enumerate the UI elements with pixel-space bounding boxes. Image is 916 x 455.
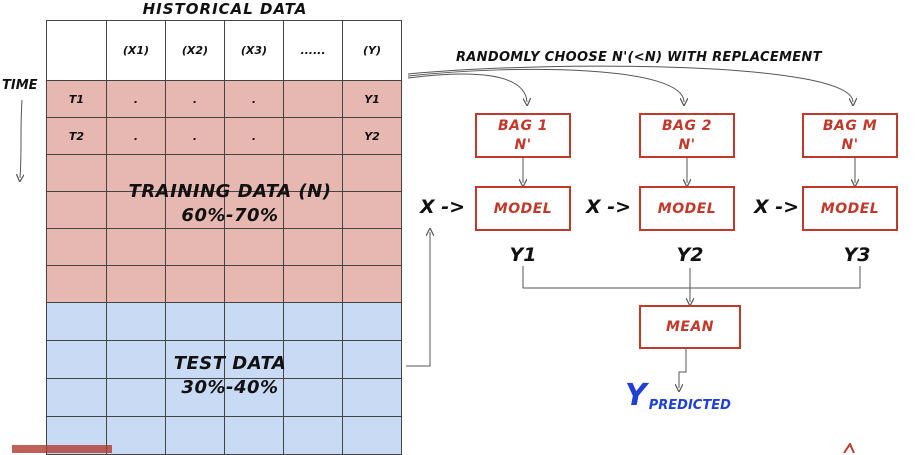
input-x-1: X ->: [420, 196, 466, 218]
model-1-label: MODEL: [493, 200, 553, 217]
corner-logo: [12, 445, 112, 453]
table-cell: [46, 265, 107, 303]
table-cell: .: [165, 117, 225, 155]
table-cell: [342, 228, 402, 266]
table-cell: [165, 302, 225, 341]
table-cell: T2: [46, 117, 107, 155]
mean-label: MEAN: [665, 319, 715, 335]
table-cell: [224, 416, 284, 455]
model-2-box: MODEL: [639, 186, 735, 231]
sample-arrow-bag-m: [407, 65, 853, 102]
table-cell: [342, 378, 402, 417]
input-x-3: X ->: [754, 196, 800, 218]
table-cell: [283, 191, 343, 229]
table-cell: [106, 378, 166, 417]
sample-arrow-bag-2: [407, 68, 684, 102]
model-3-label: MODEL: [820, 200, 880, 217]
sample-arrow-bag-1: [407, 73, 527, 102]
table-cell: .: [106, 80, 166, 118]
training-data-percent: 60%-70%: [181, 205, 279, 226]
table-cell: [342, 302, 402, 341]
bag-1-name: BAG 1: [497, 117, 549, 134]
time-axis-label: TIME: [2, 78, 38, 93]
table-cell: .: [106, 117, 166, 155]
table-cell: [106, 416, 166, 455]
bag-1-box: BAG 1 N': [475, 113, 571, 158]
output-y1: Y1: [509, 244, 537, 266]
table-cell: Y1: [342, 80, 402, 118]
table-header-row: (X1)(X2)(X3)......(Y): [46, 20, 402, 81]
table-cell: .: [224, 80, 284, 118]
training-data-title: TRAINING DATA (N): [128, 181, 332, 202]
table-title: HISTORICAL DATA: [142, 0, 308, 18]
table-cell: [283, 416, 343, 455]
output-y2: Y2: [676, 244, 704, 266]
prediction-subscript: PREDICTED: [648, 398, 731, 413]
table-cell: [283, 154, 343, 192]
table-cell: [46, 378, 107, 417]
table-cell: [224, 154, 284, 192]
bag-m-size: N': [841, 136, 859, 153]
table-cell: [165, 416, 225, 455]
table-cell: [342, 265, 402, 303]
mean-box: MEAN: [639, 305, 741, 349]
prediction-symbol: Y: [625, 378, 647, 413]
table-cell: [283, 80, 343, 118]
table-cell: T1: [46, 80, 107, 118]
output-y3: Y3: [843, 244, 871, 266]
sampling-note: RANDOMLY CHOOSE N'(<N) WITH REPLACEMENT: [456, 50, 822, 65]
table-cell: [342, 191, 402, 229]
header-cell-5: (Y): [342, 20, 402, 81]
table-cell: [106, 265, 166, 303]
table-cell: [283, 378, 343, 417]
time-arrow: [20, 99, 22, 178]
table-cell: [165, 228, 225, 266]
table-row: [46, 154, 402, 192]
table-row: T2... Y2: [46, 117, 402, 155]
test-data-title: TEST DATA: [173, 353, 287, 374]
table-cell: [283, 340, 343, 379]
table-cell: Y2: [342, 117, 402, 155]
test-data-label: TEST DATA 30%-40%: [140, 352, 320, 400]
bag-2-name: BAG 2: [661, 117, 713, 134]
bag-m-name: BAG M: [822, 117, 878, 134]
bag-m-box: BAG M N': [802, 113, 898, 158]
bag-2-size: N': [678, 136, 696, 153]
table-cell: [224, 340, 284, 379]
model-1-box: MODEL: [475, 186, 571, 231]
bag-1-size: N': [514, 136, 532, 153]
table-cell: [342, 154, 402, 192]
outputs-to-mean: [522, 266, 861, 289]
table-row: [46, 265, 402, 303]
table-cell: [224, 378, 284, 417]
input-x-2: X ->: [586, 196, 632, 218]
table-cell: [224, 228, 284, 266]
table-cell: [342, 340, 402, 379]
table-cell: [46, 191, 107, 229]
table-cell: .: [224, 117, 284, 155]
table-cell: [224, 265, 284, 303]
table-cell: [283, 302, 343, 341]
bag-2-box: BAG 2 N': [639, 113, 735, 158]
model-2-label: MODEL: [657, 200, 717, 217]
training-data-label: TRAINING DATA (N) 60%-70%: [100, 180, 360, 228]
table-cell: [342, 416, 402, 455]
test-data-percent: 30%-40%: [181, 377, 279, 398]
table-cell: [283, 228, 343, 266]
table-cell: [165, 378, 225, 417]
model-3-box: MODEL: [802, 186, 898, 231]
header-cell-4: ......: [283, 20, 343, 81]
table-row: [46, 228, 402, 266]
mean-to-prediction: [679, 349, 687, 388]
table-cell: [46, 340, 107, 379]
table-cell: [165, 265, 225, 303]
table-row: [46, 378, 402, 417]
table-cell: [283, 265, 343, 303]
corner-mark-icon: [843, 443, 855, 453]
test-to-input-arrow: [406, 232, 430, 367]
table-cell: [106, 191, 166, 229]
